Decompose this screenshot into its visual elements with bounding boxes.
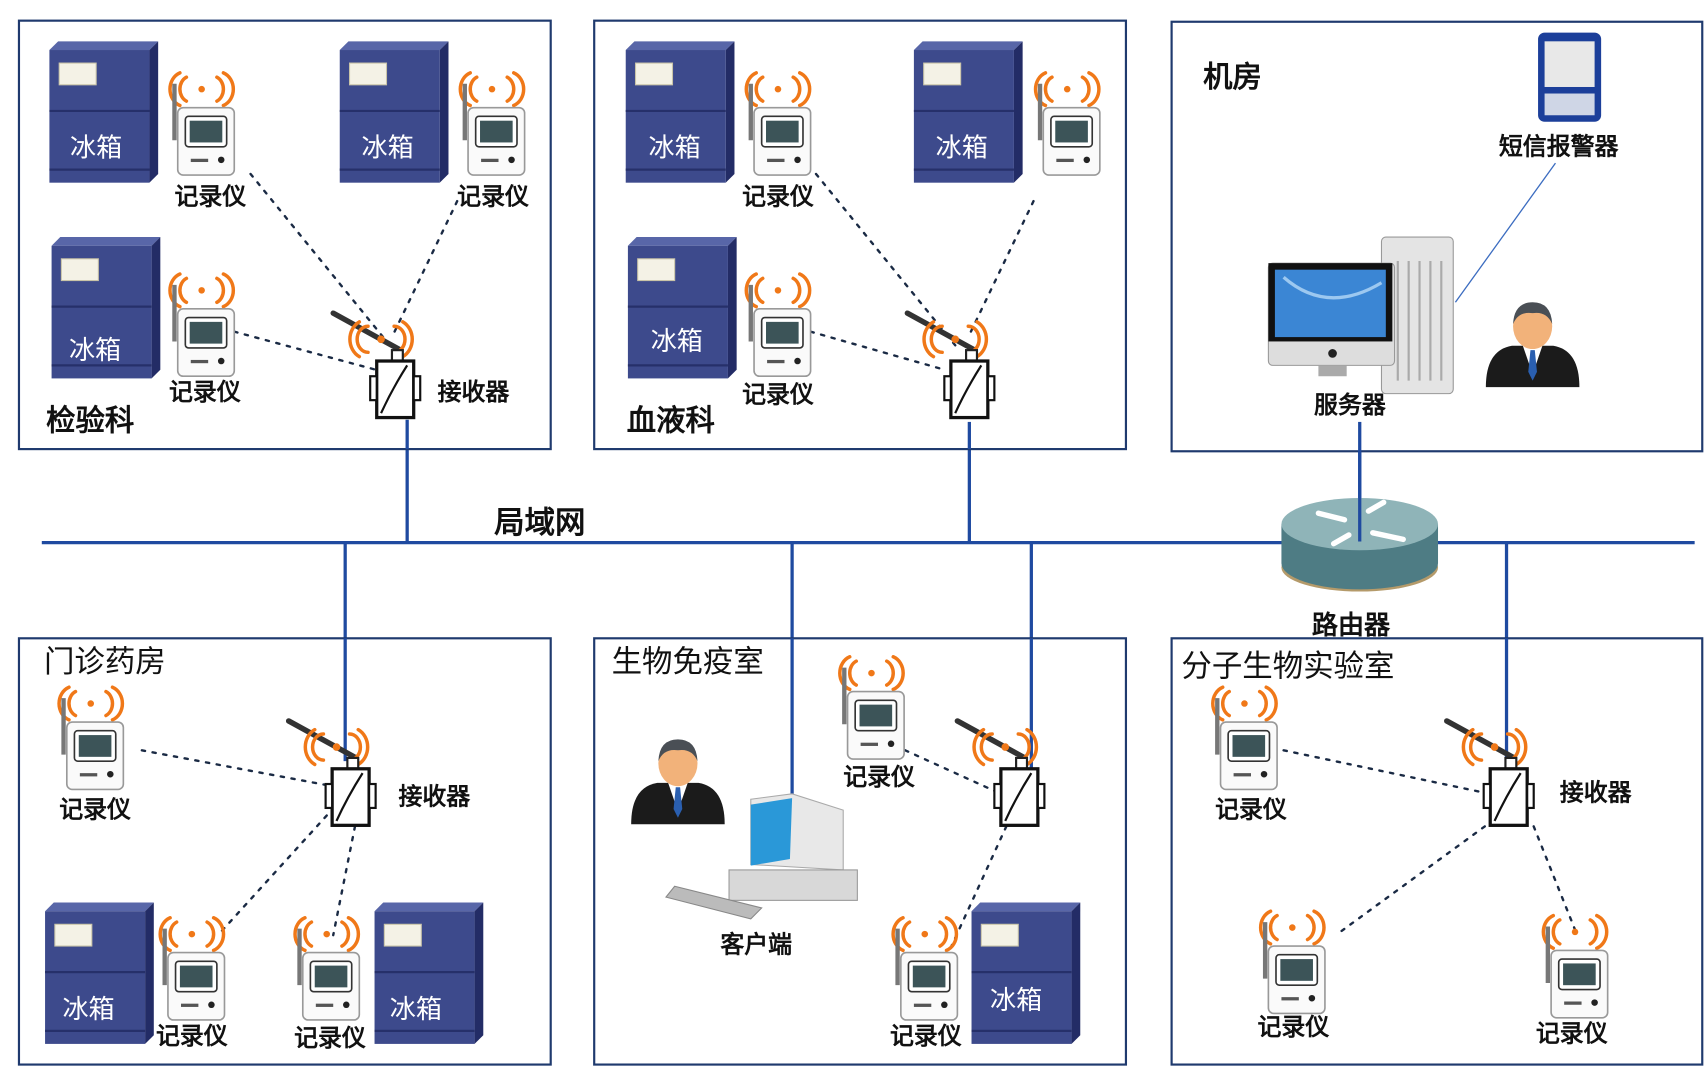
room-lab: 冰箱 冰箱 冰箱 记录仪 记录仪 记录仪 接收器 检验科: [46, 40, 529, 438]
receiver-label: 接收器: [398, 783, 471, 811]
data-logger-icon: [893, 918, 957, 1020]
logger-label: 记录仪: [169, 378, 241, 406]
room-immuno: 生物免疫室 客户端 记录仪 记录仪 冰箱: [612, 645, 1082, 1050]
logger-label: 记录仪: [59, 796, 131, 824]
logger-label: 记录仪: [1215, 796, 1287, 824]
fridge-label: 冰箱: [936, 134, 988, 164]
data-logger-icon: [1036, 73, 1100, 175]
data-logger-icon: [840, 657, 904, 759]
data-logger-icon: [746, 73, 810, 175]
fridge-icon: [970, 901, 1082, 1045]
logger-label: 记录仪: [174, 182, 246, 210]
sms-alarm-label: 短信报警器: [1499, 132, 1620, 160]
logger-label: 记录仪: [1258, 1013, 1330, 1041]
room-server: 机房 短信报警器 服务器: [1203, 32, 1620, 419]
fridge-label: 冰箱: [62, 995, 114, 1025]
logger-label: 记录仪: [156, 1022, 228, 1050]
client-computer-icon: [665, 793, 858, 920]
room-title: 分子生物实验室: [1181, 649, 1394, 684]
logger-label: 记录仪: [890, 1022, 962, 1050]
receiver-label: 接收器: [1560, 778, 1633, 806]
fridge-icon: [626, 235, 738, 380]
fridge-label: 冰箱: [990, 986, 1042, 1016]
fridge-label: 冰箱: [70, 134, 122, 164]
fridge-label: 冰箱: [390, 995, 442, 1025]
room-blood: 冰箱 冰箱 冰箱 记录仪 记录仪 血液科: [624, 40, 1100, 438]
client-label: 客户端: [720, 931, 792, 959]
data-logger-icon: [295, 918, 359, 1020]
receiver-label: 接收器: [438, 378, 511, 406]
room-title: 血液科: [627, 403, 715, 438]
fridge-label: 冰箱: [651, 327, 703, 357]
logger-label: 记录仪: [457, 182, 529, 210]
room-pharmacy: 门诊药房 记录仪 接收器 冰箱 记录仪 记录仪 冰箱: [44, 645, 485, 1052]
logger-label: 记录仪: [742, 380, 814, 408]
fridge-label: 冰箱: [361, 134, 413, 164]
logger-label: 记录仪: [843, 763, 915, 791]
data-logger-icon: [746, 274, 810, 376]
data-logger-icon: [460, 73, 524, 175]
data-logger-icon: [1213, 687, 1277, 789]
room-title: 检验科: [46, 403, 134, 438]
server-label: 服务器: [1314, 391, 1387, 419]
sms-link: [1454, 162, 1556, 303]
data-logger-icon: [170, 73, 234, 175]
server-icon: [1267, 236, 1454, 395]
router-label: 路由器: [1312, 610, 1391, 641]
data-logger-icon: [1261, 911, 1325, 1013]
sms-alarm-icon: [1538, 32, 1602, 122]
data-logger-icon: [1543, 916, 1607, 1018]
logger-label: 记录仪: [742, 182, 814, 210]
logger-label: 记录仪: [294, 1024, 366, 1052]
room-title: 生物免疫室: [612, 645, 764, 680]
room-title: 机房: [1203, 59, 1262, 94]
data-logger-icon: [160, 918, 224, 1020]
lan-label: 局域网: [494, 505, 585, 541]
room-molbio: 分子生物实验室 记录仪 接收器 记录仪 记录仪: [1181, 649, 1632, 1047]
fridge-label: 冰箱: [649, 134, 701, 164]
room-title: 门诊药房: [44, 645, 166, 680]
room-molbio-frame: [1170, 637, 1704, 1066]
data-logger-icon: [59, 687, 123, 789]
fridge-label: 冰箱: [69, 336, 121, 366]
logger-label: 记录仪: [1536, 1020, 1608, 1048]
data-logger-icon: [170, 274, 234, 376]
